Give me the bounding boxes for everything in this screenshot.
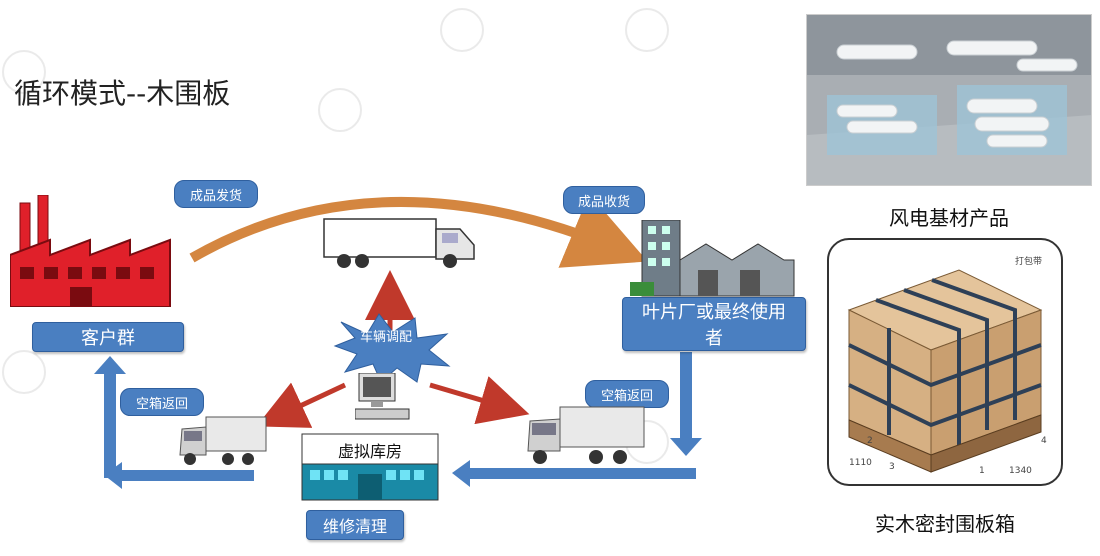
truck-icon — [179, 416, 267, 465]
warehouse-icon — [630, 220, 795, 297]
product-photo — [806, 14, 1092, 186]
crate-label-2: 2 — [867, 436, 873, 446]
crate-image — [847, 269, 1043, 473]
watermark-icon — [318, 88, 362, 132]
watermark-icon — [2, 50, 46, 94]
product-photo-image — [807, 15, 1091, 185]
customer-group-node: 客户群 — [32, 322, 184, 352]
crate-strap-label: 打包带 — [1015, 257, 1043, 267]
truck-icon — [323, 218, 475, 268]
page-title: 循环模式--木围板 — [14, 77, 231, 110]
crate-label-3: 3 — [889, 462, 895, 472]
watermark-icon — [2, 350, 46, 394]
warehouse-icon — [301, 433, 439, 501]
virtual-warehouse: 虚拟库房 — [300, 432, 440, 502]
crate-dim-b: 1340 — [1009, 466, 1032, 476]
crate-caption: 实木密封围板箱 — [875, 512, 1015, 536]
dispatch-arrow-left — [256, 382, 347, 428]
computer-icon — [355, 373, 410, 420]
return-right-callout: 空箱返回 — [585, 380, 669, 408]
ship-callout: 成品发货 — [174, 180, 258, 208]
factory-icon — [10, 195, 171, 307]
crate-illustration: 1110 1340 2 3 1 4 打包带 — [827, 238, 1063, 486]
blade-factory-node: 叶片厂或最终使用者 — [622, 297, 806, 351]
maintenance-node: 维修清理 — [306, 510, 404, 540]
return-left-callout: 空箱返回 — [120, 388, 204, 416]
product-photo-caption: 风电基材产品 — [889, 206, 1009, 230]
dispatch-arrow-right — [429, 376, 530, 425]
crate-label-4: 4 — [1041, 436, 1047, 446]
watermark-icon — [625, 8, 669, 52]
watermark-icon — [440, 8, 484, 52]
truck-icon — [527, 406, 645, 464]
crate-dim-a: 1110 — [849, 458, 872, 468]
starburst-icon — [333, 313, 451, 383]
dispatch-label: 车辆调配 — [359, 330, 412, 345]
receive-callout: 成品收货 — [563, 186, 645, 214]
crate-label-1: 1 — [979, 466, 985, 476]
ship-arrow — [189, 193, 648, 268]
virtual-warehouse-label: 虚拟库房 — [337, 442, 402, 461]
